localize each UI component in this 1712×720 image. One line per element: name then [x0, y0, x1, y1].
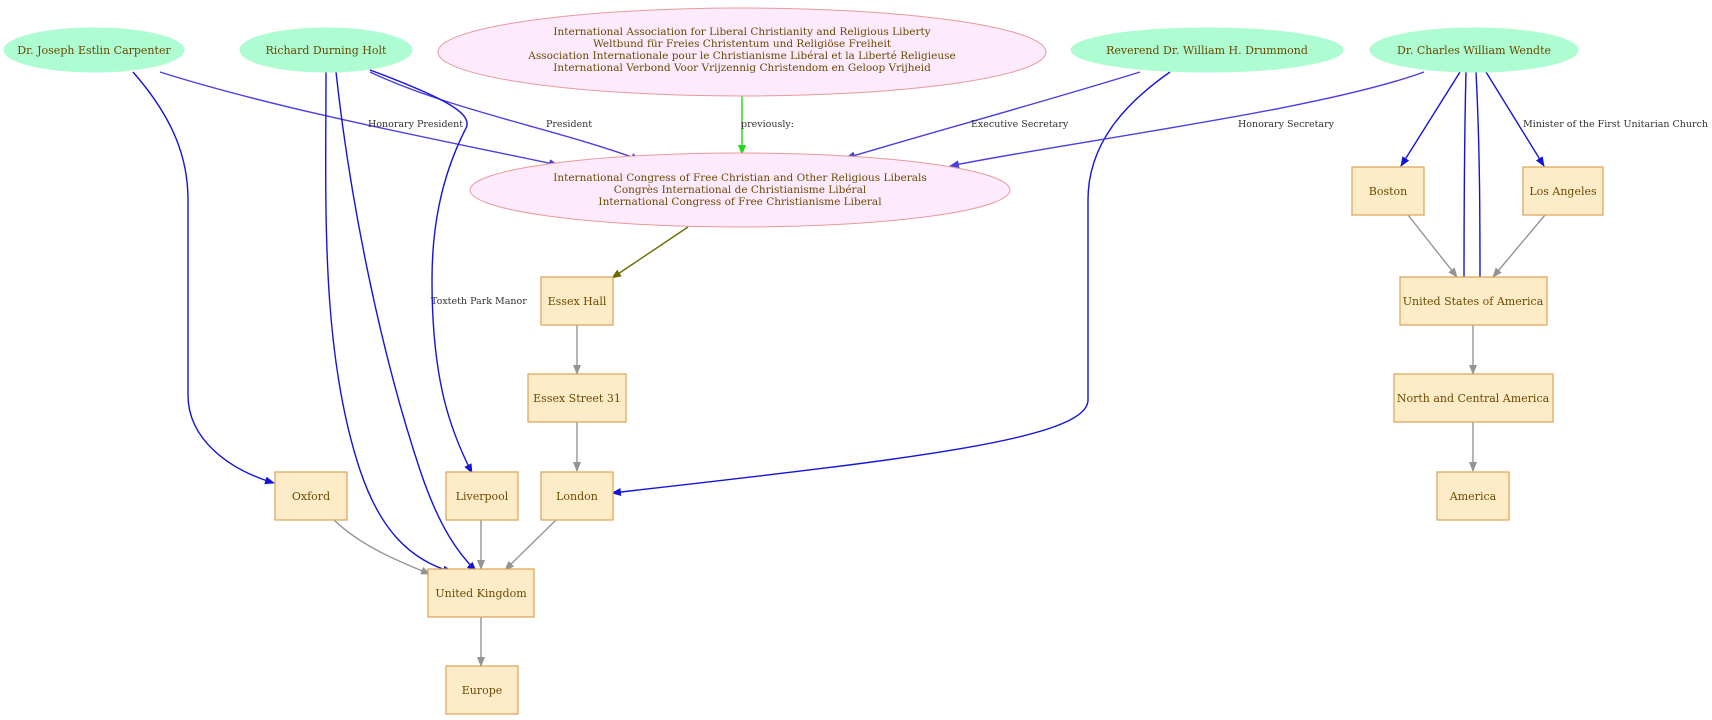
edge-wendte-congress	[949, 71, 1425, 169]
node-essex-hall[interactable]: Essex Hall	[540, 276, 614, 326]
edge-label-minister: Minister of the First Unitarian Church	[1523, 119, 1708, 130]
node-wendte[interactable]: Dr. Charles William Wendte	[1369, 27, 1579, 73]
node-label: America	[1449, 490, 1497, 503]
node-label: Essex Hall	[548, 295, 607, 308]
person-nodes: Dr. Joseph Estlin Carpenter Richard Durn…	[3, 27, 1579, 73]
node-label: Boston	[1369, 185, 1407, 198]
node-label: Essex Street 31	[533, 392, 621, 405]
edges	[132, 69, 1546, 667]
node-label: Reverend Dr. William H. Drummond	[1106, 44, 1308, 57]
edge-drummond-london	[611, 71, 1171, 496]
node-holt[interactable]: Richard Durning Holt	[239, 27, 413, 73]
node-label-line-2: Weltbund für Freies Christentum und Reli…	[593, 38, 892, 50]
node-europe[interactable]: Europe	[445, 665, 519, 715]
node-iarf[interactable]: International Association for Liberal Ch…	[437, 7, 1047, 97]
node-label-line-2: Congrès International de Christianisme L…	[614, 184, 867, 196]
node-liverpool[interactable]: Liverpool	[445, 471, 519, 521]
node-usa[interactable]: United States of America	[1399, 276, 1548, 326]
edge-london-uk	[504, 519, 557, 571]
node-uk[interactable]: United Kingdom	[427, 568, 535, 618]
node-drummond[interactable]: Reverend Dr. William H. Drummond	[1070, 27, 1344, 73]
node-label: Europe	[462, 684, 503, 697]
edge-holt-liverpool	[369, 69, 473, 474]
edge-label-honorary-secretary: Honorary Secretary	[1238, 119, 1335, 130]
edge-oxford-uk	[333, 519, 431, 575]
node-congress[interactable]: International Congress of Free Christian…	[469, 152, 1011, 228]
edge-la-usa	[1492, 214, 1546, 278]
edge-wendte-usa-2	[1475, 71, 1484, 292]
node-london[interactable]: London	[540, 471, 614, 521]
edge-holt-uk-1	[324, 71, 453, 574]
edge-wendte-la	[1485, 71, 1545, 167]
node-label: Los Angeles	[1529, 185, 1597, 198]
node-label: London	[556, 490, 598, 503]
edge-labels: Honorary President President previously:…	[368, 119, 1708, 307]
node-carpenter[interactable]: Dr. Joseph Estlin Carpenter	[3, 27, 185, 73]
node-label-line-1: International Congress of Free Christian…	[553, 172, 927, 184]
edge-drummond-congress	[845, 71, 1141, 160]
node-label-line-1: International Association for Liberal Ch…	[553, 26, 930, 38]
org-nodes: International Association for Liberal Ch…	[437, 7, 1047, 228]
edge-holt-uk-2	[335, 71, 477, 572]
edge-carpenter-oxford	[132, 71, 275, 485]
node-label-line-3: International Congress of Free Christian…	[598, 196, 882, 208]
node-label: Liverpool	[456, 490, 509, 503]
node-label-line-4: International Verbond Voor Vrijzennig Ch…	[553, 62, 931, 74]
node-label-line-3: Association Internationale pour le Chris…	[527, 50, 955, 62]
node-oxford[interactable]: Oxford	[274, 471, 348, 521]
node-label: Dr. Charles William Wendte	[1397, 44, 1551, 57]
edge-wendte-usa-1	[1460, 71, 1469, 292]
node-los-angeles[interactable]: Los Angeles	[1522, 166, 1604, 216]
edge-wendte-boston	[1400, 71, 1461, 167]
node-label: Dr. Joseph Estlin Carpenter	[17, 44, 171, 57]
edge-congress-essexhall	[611, 226, 689, 279]
node-label: Richard Durning Holt	[266, 44, 388, 57]
node-label: United States of America	[1403, 295, 1544, 308]
node-nca[interactable]: North and Central America	[1393, 373, 1554, 423]
edge-label-honorary-president: Honorary President	[368, 119, 463, 130]
edge-label-toxteth: Toxteth Park Manor	[431, 296, 527, 307]
edge-label-president: President	[546, 119, 592, 130]
edge-label-executive-secretary: Executive Secretary	[971, 119, 1069, 130]
node-boston[interactable]: Boston	[1351, 166, 1425, 216]
node-label: United Kingdom	[435, 587, 527, 600]
node-essex-street[interactable]: Essex Street 31	[527, 373, 627, 423]
place-nodes: Essex Hall Essex Street 31 London Oxford…	[274, 166, 1604, 715]
edge-holt-congress	[369, 71, 641, 161]
node-america[interactable]: America	[1436, 471, 1510, 521]
node-label: North and Central America	[1397, 392, 1550, 405]
edge-carpenter-congress	[159, 71, 559, 168]
node-label: Oxford	[292, 490, 330, 503]
edge-label-previously: previously:	[741, 119, 794, 130]
edge-boston-usa	[1407, 214, 1458, 278]
